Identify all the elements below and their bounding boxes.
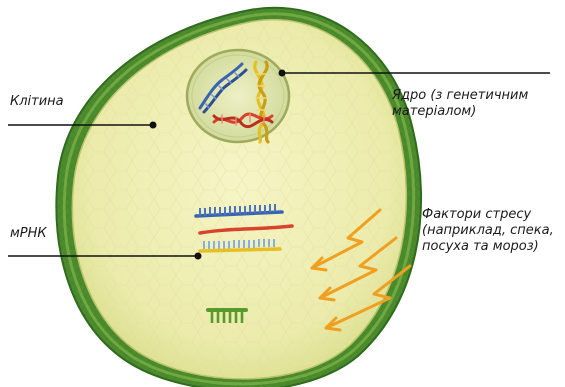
label-cell: Клітина — [10, 94, 64, 110]
label-stress-line-2: (наприклад, спека, — [422, 223, 554, 239]
label-stress: Фактори стресу (наприклад, спека, посуха… — [422, 207, 554, 255]
nucleus — [187, 50, 289, 142]
label-nucleus: Ядро (з генетичним матеріалом) — [392, 88, 528, 120]
label-mrna: мРНК — [10, 226, 47, 242]
label-stress-line-1: Фактори стресу — [422, 207, 554, 223]
label-nucleus-line-1: Ядро (з генетичним — [392, 88, 528, 104]
label-nucleus-line-2: матеріалом) — [392, 104, 528, 120]
label-stress-line-3: посуха та мороз) — [422, 239, 554, 255]
